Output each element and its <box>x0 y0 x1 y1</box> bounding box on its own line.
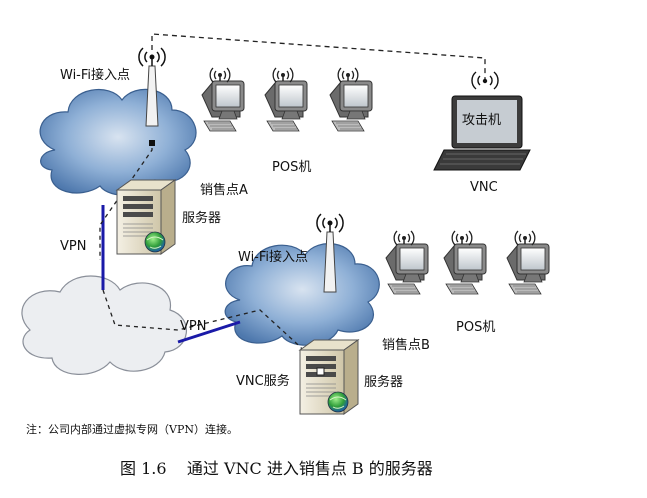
pos-terminal-icon <box>201 67 245 132</box>
figure-caption: 图 1.6 通过 VNC 进入销售点 B 的服务器 <box>120 459 433 478</box>
cloud-site-a <box>39 88 197 196</box>
label-site-a: 销售点A <box>200 182 248 198</box>
server-b-icon <box>299 339 359 415</box>
label-wifi-a: Wi-Fi接入点 <box>60 67 130 83</box>
pos-terminal-icon <box>264 67 308 132</box>
pos-terminal-icon <box>329 67 373 132</box>
label-vpn-left: VPN <box>60 239 86 254</box>
attacker-laptop-icon <box>433 71 531 171</box>
vpn-link-middle <box>177 320 241 344</box>
pos-terminal-icon <box>506 230 550 295</box>
label-wifi-b: Wi-Fi接入点 <box>238 249 308 265</box>
footnote: 注：公司内部通过虚拟专网（VPN）连接。 <box>26 422 238 436</box>
label-vnc: VNC <box>470 180 498 195</box>
internet-cloud <box>21 275 187 375</box>
cloud-site-b <box>224 243 380 346</box>
pos-terminal-icon <box>443 230 487 295</box>
label-attacker: 攻击机 <box>462 113 501 128</box>
label-vnc-service: VNC服务 <box>236 373 290 389</box>
pos-terminal-icon <box>385 230 429 295</box>
label-vpn-middle: VPN <box>180 319 206 334</box>
vnc-service-node <box>316 367 325 376</box>
label-site-b: 销售点B <box>382 337 430 353</box>
label-pos-b: POS机 <box>456 320 495 335</box>
label-server-b: 服务器 <box>364 374 403 390</box>
label-pos-a: POS机 <box>272 160 311 175</box>
server-a-icon <box>116 179 176 255</box>
label-server-a: 服务器 <box>182 210 221 226</box>
wireless-link-attacker <box>151 33 486 80</box>
wifi-node-a <box>149 140 155 146</box>
